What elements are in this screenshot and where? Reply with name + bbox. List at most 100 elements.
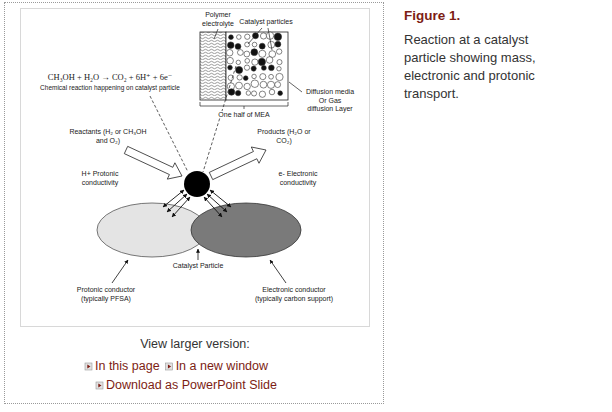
- leader-arrow: [198, 249, 199, 260]
- part-label: Electronic conductor (typically carbon s…: [252, 286, 336, 303]
- leader-line: [289, 82, 302, 92]
- catalyst-particle-dot: [228, 65, 233, 70]
- catalyst-particle: [184, 171, 210, 197]
- electronic-conductor: [191, 203, 301, 257]
- catalyst-particle-dot: [251, 91, 256, 96]
- catalyst-particle-dot: [245, 58, 250, 63]
- mea-bracket: [200, 102, 288, 109]
- catalyst-particles: [226, 32, 283, 97]
- catalyst-particle-dot: [259, 91, 265, 97]
- catalyst-particle-dot: [269, 74, 274, 79]
- leader-line: [214, 29, 218, 39]
- catalyst-particle-dot: [245, 34, 250, 39]
- transport-label: e- Electronic conductivity: [272, 170, 324, 187]
- image-border: [21, 9, 370, 327]
- part-label: Polymer electrolyte: [200, 11, 236, 28]
- catalyst-particle-dot: [251, 49, 258, 56]
- catalyst-particle-dot: [244, 51, 250, 57]
- link-icon: [85, 363, 92, 370]
- hollow-arrow: [124, 146, 182, 179]
- catalyst-particle-dot: [260, 81, 267, 88]
- catalyst-particle-dot: [236, 60, 240, 64]
- catalyst-particle-dot: [274, 33, 281, 40]
- catalyst-particle-dot: [251, 66, 256, 71]
- catalyst-particle-dot: [243, 76, 248, 81]
- link-icon-box: [96, 382, 103, 389]
- polymer-electrolyte-layer: [200, 32, 226, 100]
- transport-label: Reactants (H₂ or CH₃OH and O₂): [68, 128, 148, 145]
- catalyst-particle-dot: [244, 83, 250, 89]
- catalyst-particle-dot: [227, 42, 234, 49]
- transport-label: H+ Protonic conductivity: [76, 170, 124, 187]
- catalyst-particle-dot: [276, 73, 283, 80]
- catalyst-particle-dot: [269, 89, 275, 95]
- figure-title: Figure 1.: [404, 8, 460, 23]
- transport-label: Products (H₂O or CO₂): [252, 128, 316, 145]
- catalyst-particle-dot: [269, 65, 275, 71]
- leader-line: [268, 28, 272, 50]
- protonic-conductor: [97, 203, 207, 257]
- catalyst-particle-dot: [252, 42, 257, 47]
- catalyst-particle-dot: [259, 50, 266, 57]
- link-icon-arrow: [168, 365, 171, 369]
- figure-link: In this page: [95, 359, 160, 374]
- catalyst-particle-dot: [275, 82, 281, 88]
- leader-line: [248, 28, 262, 44]
- double-arrow: [172, 197, 190, 217]
- part-label: Diffusion media Or Gas diffusion Layer: [305, 88, 355, 114]
- figure-panel: View larger version:In this pageIn a new…: [4, 2, 384, 404]
- leader-arrow: [270, 260, 286, 283]
- link-icon: [96, 382, 103, 389]
- catalyst-particle-dot: [252, 74, 256, 78]
- catalyst-particle-dot: [276, 49, 281, 54]
- catalyst-particle-dot: [252, 59, 258, 65]
- catalyst-particle-dot: [277, 60, 282, 65]
- catalyst-particle-dot: [236, 82, 243, 89]
- part-label: Catalyst particles: [231, 18, 301, 27]
- link-icon-box: [85, 363, 92, 370]
- catalyst-particle-dot: [266, 57, 273, 64]
- catalyst-particle-dot: [246, 91, 251, 96]
- note: Chemical reaction happening on catalyst …: [25, 84, 195, 92]
- part-label: Catalyst Particle: [163, 262, 233, 271]
- double-arrow: [210, 190, 231, 207]
- catalyst-particle-dot: [260, 33, 266, 39]
- catalyst-particle-dot: [236, 66, 243, 73]
- catalyst-layer: [226, 32, 288, 100]
- catalyst-particle-dot: [259, 43, 265, 49]
- catalyst-particle-dot: [237, 35, 242, 40]
- catalyst-particle-dot: [235, 90, 240, 95]
- catalyst-particle-dot: [258, 58, 265, 65]
- double-arrow: [204, 197, 222, 217]
- catalyst-particle-dot: [226, 49, 233, 56]
- catalyst-particle-dot: [237, 50, 243, 56]
- catalyst-particle-dot: [228, 89, 235, 96]
- catalyst-particle-dot: [278, 91, 283, 96]
- link-icon-arrow: [98, 384, 101, 388]
- catalyst-particle-dot: [227, 57, 234, 64]
- leader-arrow: [112, 260, 128, 283]
- label-arrows: [112, 249, 286, 283]
- catalyst-particle-dot: [237, 75, 242, 80]
- catalyst-particle-dot: [251, 80, 259, 88]
- part-label: One half of MEA: [209, 111, 279, 120]
- dashed-line: [203, 66, 236, 172]
- leader-lines: [200, 28, 302, 109]
- catalyst-particle-dot: [260, 74, 266, 80]
- figure-link: Download as PowerPoint Slide: [106, 378, 277, 393]
- link-icon-arrow: [87, 365, 90, 369]
- catalyst-particle-dot: [267, 81, 274, 88]
- view-larger-heading: View larger version:: [140, 337, 250, 352]
- hollow-arrow: [209, 147, 266, 180]
- catalyst-particle-dot: [275, 41, 281, 47]
- double-arrow: [163, 190, 184, 207]
- catalyst-particle-dot: [235, 44, 241, 50]
- link-icon: [166, 363, 173, 370]
- part-label: Protonic conductor (typically PFSA): [68, 286, 144, 303]
- mea-block: [200, 32, 288, 100]
- catalyst-particle-dot: [229, 35, 234, 40]
- figure-caption: Reaction at a catalyst particle showing …: [404, 31, 564, 103]
- equation: CH₃OH + H₂O → CO₂ + 6H⁺ + 6e⁻: [25, 72, 195, 82]
- link-icon-box: [166, 363, 173, 370]
